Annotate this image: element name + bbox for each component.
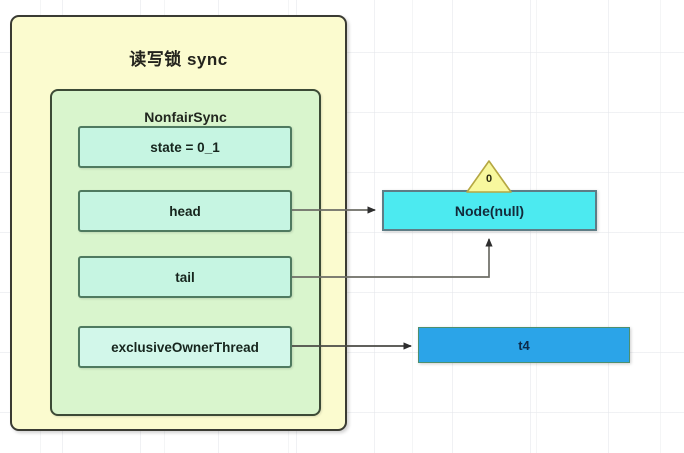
sync-title: 读写锁 sync	[129, 50, 228, 69]
field-tail: tail	[78, 256, 292, 298]
field-state: state = 0_1	[78, 126, 292, 168]
field-tail-label: tail	[175, 269, 195, 285]
nonfairsync-title: NonfairSync	[144, 109, 227, 125]
field-exclusive-owner-thread-label: exclusiveOwnerThread	[111, 339, 259, 355]
queue-node-null-label: Node(null)	[454, 202, 525, 219]
waitstatus-badge-value: 0	[485, 173, 493, 185]
field-head: head	[78, 190, 292, 232]
triangle-icon	[466, 160, 512, 193]
thread-node-t4: t4	[418, 327, 630, 363]
thread-node-t4-label: t4	[518, 337, 530, 353]
field-exclusive-owner-thread: exclusiveOwnerThread	[78, 326, 292, 368]
field-state-label: state = 0_1	[150, 139, 220, 155]
waitstatus-badge: 0	[466, 160, 512, 193]
queue-node-null: Node(null)	[382, 190, 597, 231]
field-head-label: head	[169, 203, 201, 219]
